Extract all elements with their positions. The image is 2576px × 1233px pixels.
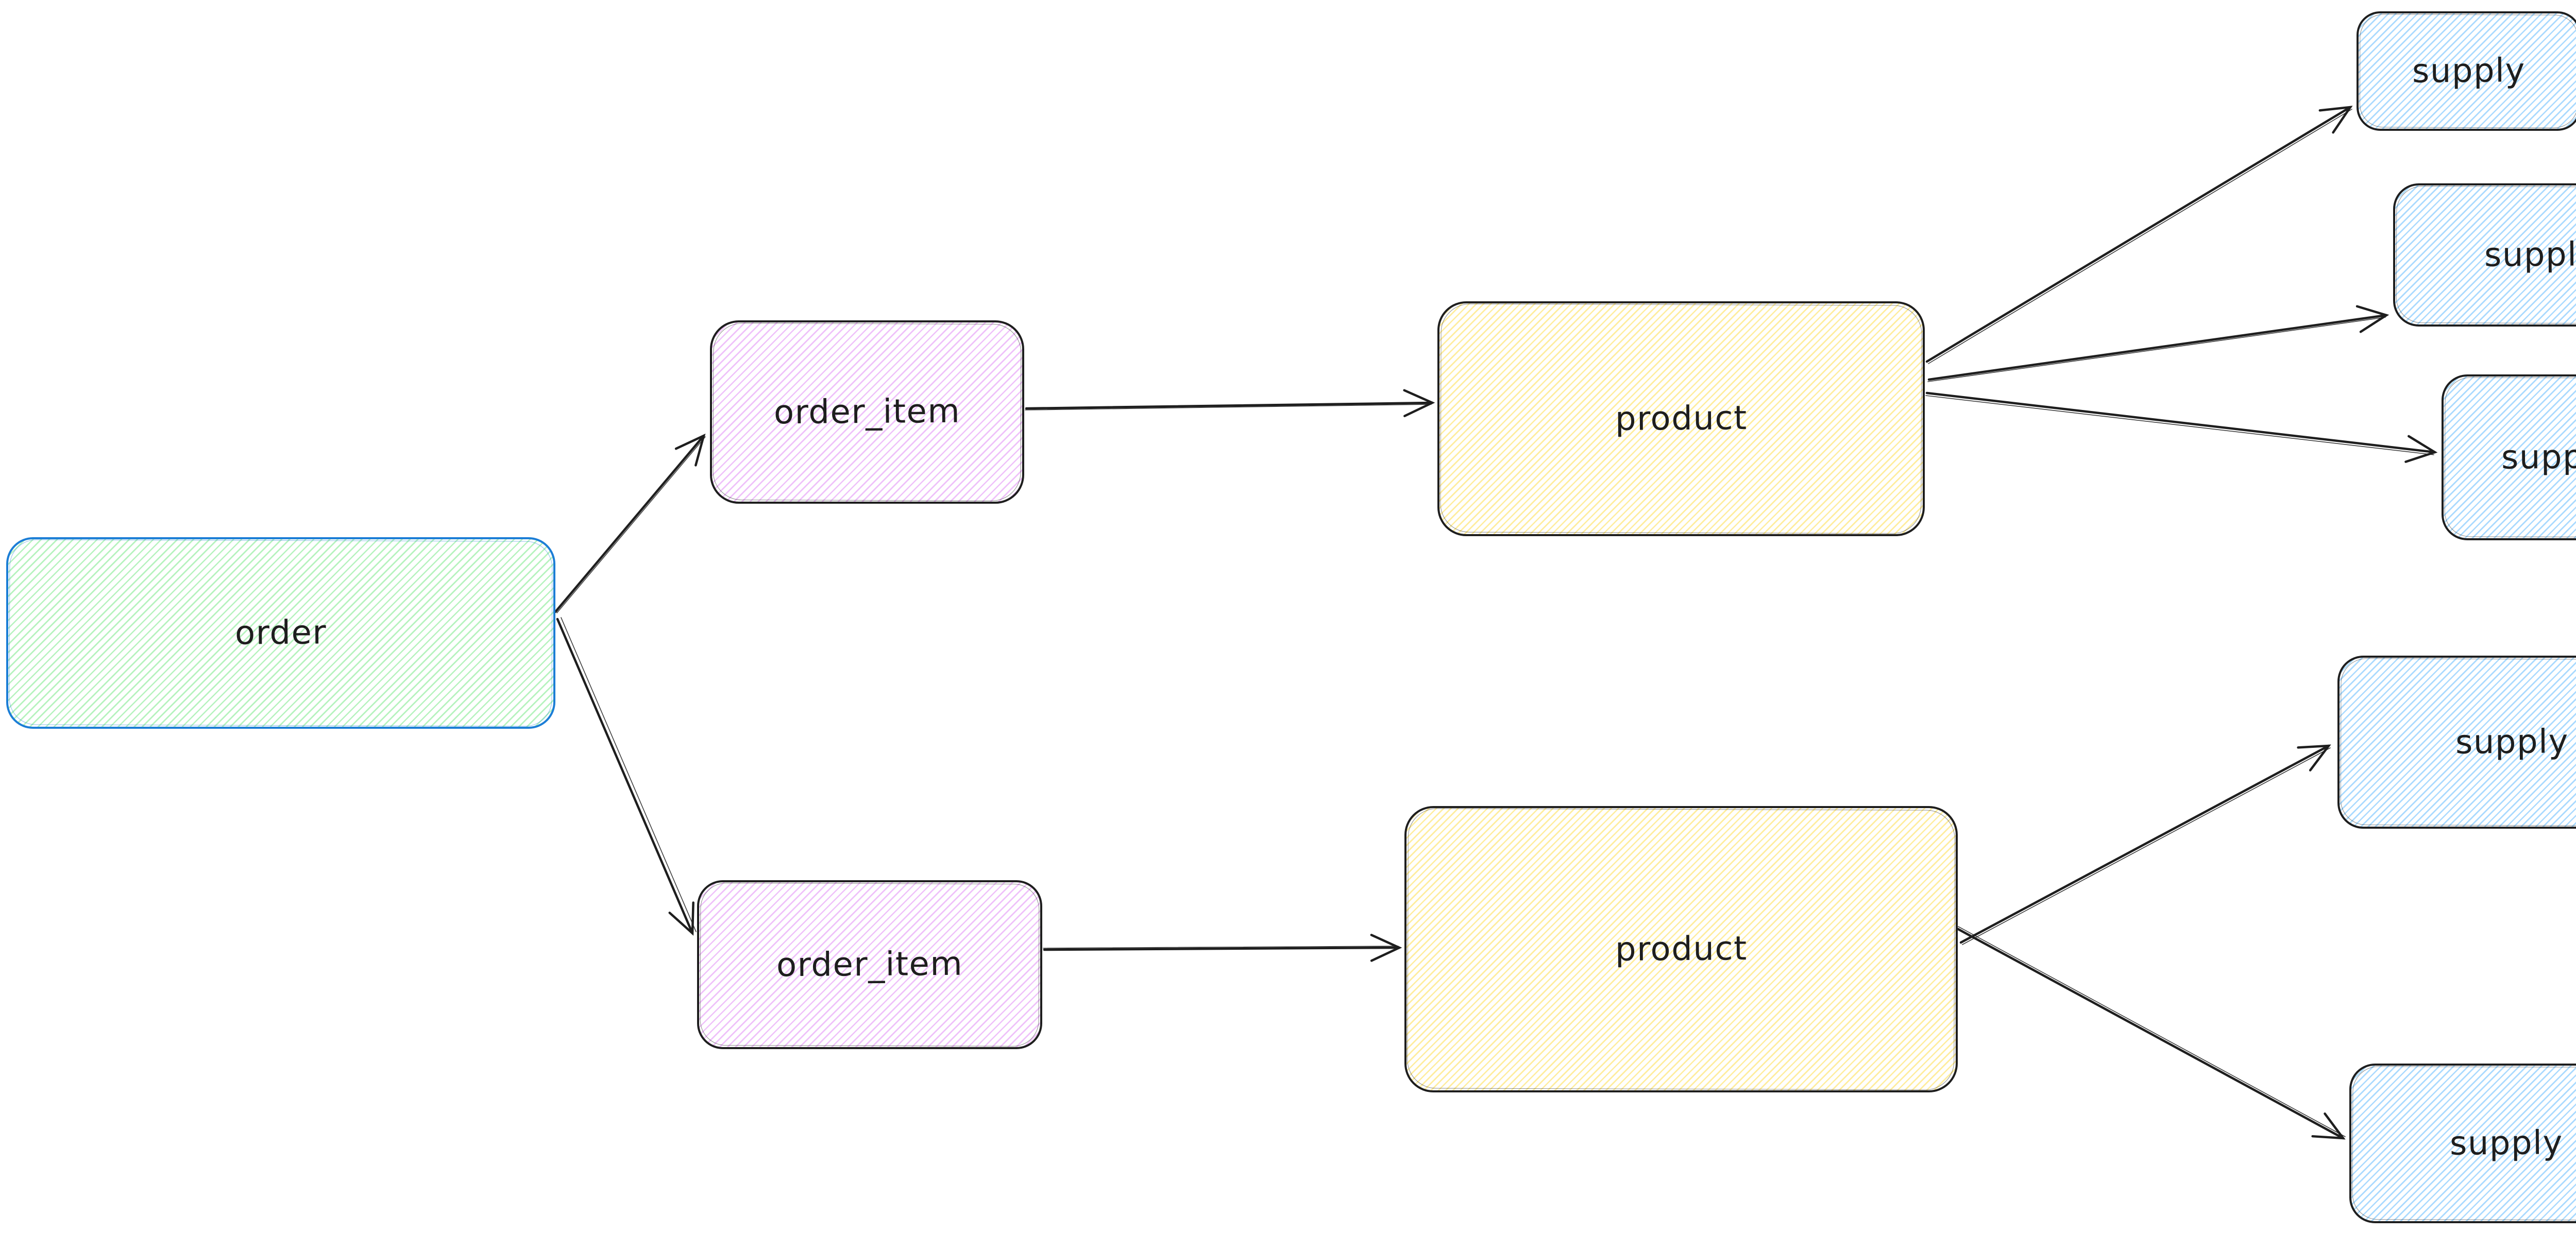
edge-product-top-to-supply-2[interactable] — [1927, 305, 2389, 382]
node-supply-3[interactable]: supply — [2442, 374, 2576, 540]
edge-product-top-to-supply-1[interactable] — [1925, 106, 2353, 364]
edge-order-to-order-item-bottom[interactable] — [556, 617, 697, 936]
edge-order-to-order-item-top[interactable] — [554, 433, 706, 613]
node-order-item-top-label: order_item — [773, 392, 961, 432]
node-product-bottom[interactable]: product — [1404, 806, 1958, 1092]
edge-product-bottom-to-supply-4[interactable] — [1959, 744, 2331, 945]
node-product-top-label: product — [1615, 399, 1748, 438]
node-supply-1[interactable]: supply — [2357, 11, 2576, 131]
node-supply-1-label: supply — [2412, 52, 2526, 91]
node-order[interactable]: order — [6, 537, 555, 729]
node-order-item-bottom[interactable]: order_item — [697, 880, 1042, 1049]
node-supply-5[interactable]: supply — [2349, 1064, 2576, 1223]
edge-order-item-bottom-to-product-bottom[interactable] — [1043, 934, 1402, 962]
node-product-top[interactable]: product — [1437, 301, 1925, 536]
node-product-bottom-label: product — [1615, 930, 1748, 969]
node-supply-4[interactable]: supply — [2337, 656, 2576, 829]
edge-product-bottom-to-supply-5[interactable] — [1955, 926, 2346, 1140]
node-supply-2[interactable]: supply — [2393, 183, 2576, 327]
node-supply-2-label: supply — [2484, 235, 2576, 275]
edge-order-item-top-to-product-top[interactable] — [1025, 389, 1435, 418]
node-order-item-top[interactable]: order_item — [710, 320, 1024, 504]
node-order-label: order — [234, 613, 327, 653]
node-supply-3-label: supply — [2501, 438, 2576, 477]
node-order-item-bottom-label: order_item — [776, 945, 963, 985]
node-supply-4-label: supply — [2455, 723, 2569, 762]
node-supply-5-label: supply — [2449, 1124, 2564, 1163]
edge-product-top-to-supply-3[interactable] — [1925, 391, 2438, 463]
